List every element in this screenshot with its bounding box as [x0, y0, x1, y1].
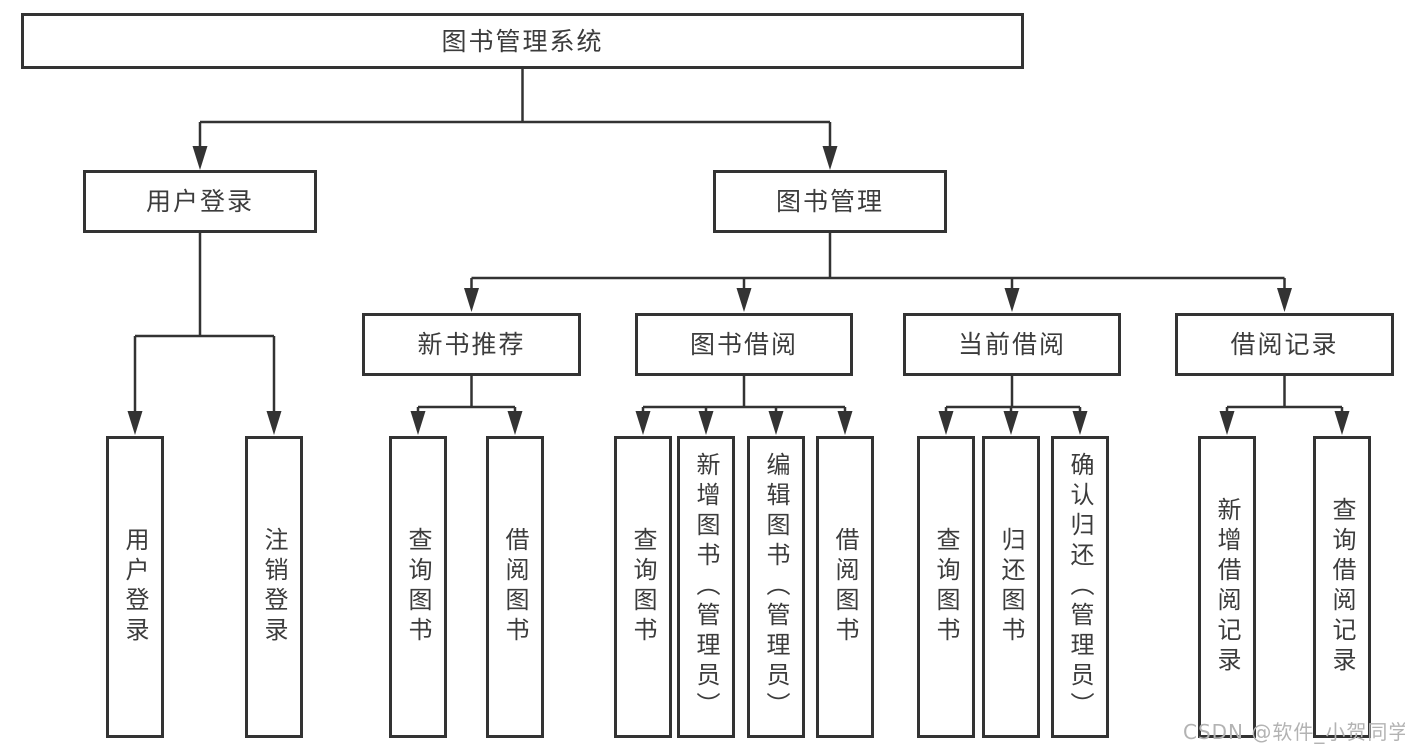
- leaf-add-books-admin: 新增图书（管理员）: [677, 436, 735, 738]
- leaf-query-borrow-record-label: 查询借阅记录: [1328, 497, 1356, 677]
- leaf-return-books-label: 归还图书: [997, 527, 1025, 647]
- leaf-query-books-borrow: 查询图书: [614, 436, 672, 738]
- node-new-book-recommend: 新书推荐: [362, 313, 581, 376]
- node-book-management-label: 图书管理: [775, 187, 884, 216]
- leaf-user-login: 用户登录: [106, 436, 164, 738]
- node-book-management: 图书管理: [713, 170, 947, 233]
- leaf-return-books: 归还图书: [982, 436, 1040, 738]
- leaf-logout-login-label: 注销登录: [260, 527, 288, 647]
- leaf-confirm-return-admin: 确认归还（管理员）: [1051, 436, 1109, 738]
- leaf-add-books-admin-label: 新增图书（管理员）: [692, 452, 720, 722]
- node-borrow-records: 借阅记录: [1175, 313, 1394, 376]
- leaf-query-books-recommend-label: 查询图书: [404, 527, 432, 647]
- node-current-borrow-label: 当前借阅: [957, 330, 1066, 359]
- leaf-edit-books-admin-label: 编辑图书（管理员）: [762, 452, 790, 722]
- leaf-confirm-return-admin-label: 确认归还（管理员）: [1066, 452, 1094, 722]
- leaf-query-books-borrow-label: 查询图书: [629, 527, 657, 647]
- node-book-borrow: 图书借阅: [635, 313, 853, 376]
- node-root: 图书管理系统: [21, 13, 1024, 69]
- node-user-login-label: 用户登录: [145, 187, 254, 216]
- leaf-query-books-current-label: 查询图书: [932, 527, 960, 647]
- leaf-logout-login: 注销登录: [245, 436, 303, 738]
- node-user-login: 用户登录: [83, 170, 317, 233]
- leaf-borrow-books-borrow-label: 借阅图书: [831, 527, 859, 647]
- node-new-book-recommend-label: 新书推荐: [417, 330, 526, 359]
- leaf-user-login-label: 用户登录: [121, 527, 149, 647]
- node-root-label: 图书管理系统: [441, 26, 604, 56]
- leaf-add-borrow-record-label: 新增借阅记录: [1213, 497, 1241, 677]
- leaf-query-books-current: 查询图书: [917, 436, 975, 738]
- node-borrow-records-label: 借阅记录: [1230, 330, 1339, 359]
- leaf-borrow-books-recommend-label: 借阅图书: [501, 527, 529, 647]
- leaf-add-borrow-record: 新增借阅记录: [1198, 436, 1256, 738]
- leaf-borrow-books-borrow: 借阅图书: [816, 436, 874, 738]
- leaf-query-borrow-record: 查询借阅记录: [1313, 436, 1371, 738]
- node-current-borrow: 当前借阅: [903, 313, 1121, 376]
- leaf-query-books-recommend: 查询图书: [389, 436, 447, 738]
- node-book-borrow-label: 图书借阅: [689, 330, 798, 359]
- leaf-edit-books-admin: 编辑图书（管理员）: [747, 436, 805, 738]
- csdn-watermark: CSDN @软件_小贺同学: [1183, 720, 1405, 744]
- leaf-borrow-books-recommend: 借阅图书: [486, 436, 544, 738]
